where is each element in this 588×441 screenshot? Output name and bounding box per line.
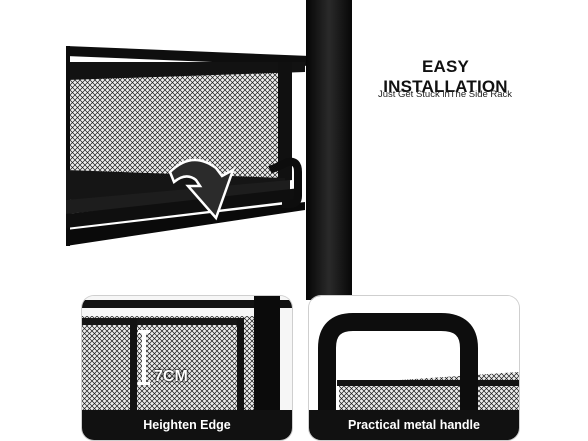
subline: Just Get Stuck inThe Side Rack	[377, 89, 513, 100]
headline: EASY INSTALLATION	[383, 57, 508, 96]
caption-heighten-edge: Heighten Edge	[82, 410, 292, 440]
caption-metal-handle: Practical metal handle	[309, 410, 519, 440]
detail-panel-heighten-edge: 7CM Heighten Edge	[82, 296, 292, 440]
detail-panel-metal-handle: Practical metal handle	[309, 296, 519, 440]
side-rack-pole	[306, 0, 352, 300]
curved-arrow-icon	[168, 158, 236, 221]
hero-product-illustration	[66, 0, 352, 300]
basket-mesh	[68, 62, 285, 180]
height-measurement-label: 7CM	[154, 368, 188, 385]
